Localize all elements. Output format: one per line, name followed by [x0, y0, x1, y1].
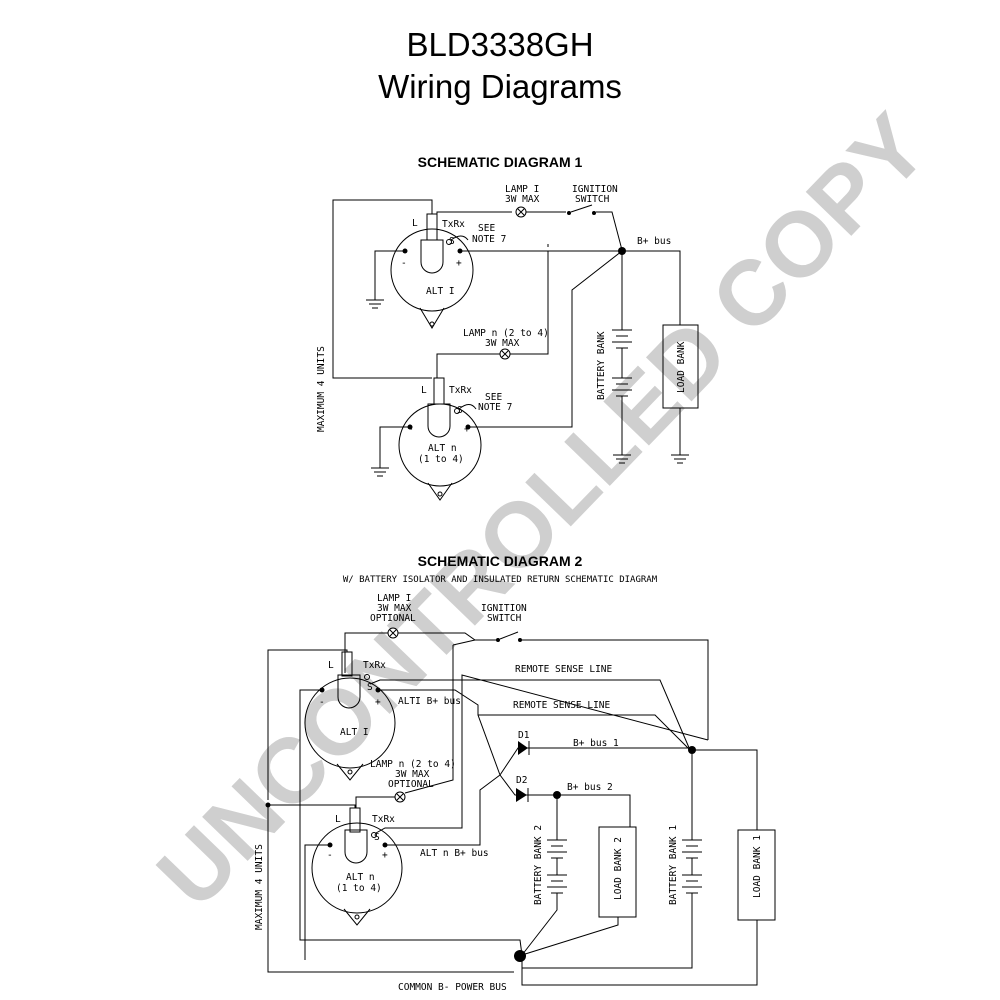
d2-altn-pin-minus: - [327, 850, 333, 861]
alt1-label: ALT I [426, 286, 455, 297]
d2-alt1-pin-s: S [367, 682, 373, 693]
d2-altn-bus-label: ALT n B+ bus [420, 848, 489, 859]
d2-battery1-label: BATTERY BANK 1 [668, 825, 679, 905]
d2-d1-label: D1 [518, 730, 530, 741]
altn-pin-txrx: TxRx [449, 385, 472, 396]
d2-alternator-1: ALT I L TxRx S - + [304, 651, 396, 781]
d2-battery2-label: BATTERY BANK 2 [533, 825, 544, 905]
d2-alt1-bus-label: ALTI B+ bus [398, 696, 461, 707]
altn-pin-s: S [457, 405, 463, 416]
altn-pin-l: L [421, 385, 427, 396]
altn-label-2: (1 to 4) [418, 454, 464, 465]
d2-lamp1-label-3: OPTIONAL [370, 613, 416, 624]
alt1-pin-s: S [449, 236, 455, 247]
schematic-diagram-1: SCHEMATIC DIAGRAM 1 ALT I L TxRx S - + S… [316, 154, 699, 501]
diagram2-subheading: W/ BATTERY ISOLATOR AND INSULATED RETURN… [343, 575, 658, 585]
d2-alt1-pin-txrx: TxRx [363, 660, 386, 671]
d1-lampn-label-2: 3W MAX [485, 338, 520, 349]
alternator-1: ALT I L TxRx S - + SEE NOTE 7 [390, 213, 506, 329]
d2-bus1-label: B+ bus 1 [573, 738, 619, 749]
d2-lamp1-label-1: LAMP I [377, 593, 411, 604]
d2-d2-label: D2 [516, 775, 527, 786]
alt1-pin-txrx: TxRx [442, 219, 465, 230]
d1-lampn-label-1: LAMP n (2 to 4) [463, 328, 549, 339]
alt1-see-note-1: SEE [478, 223, 495, 234]
d2-ignition-label-1: IGNITION [481, 603, 527, 614]
d2-altn-pin-plus: + [382, 850, 388, 861]
d2-load1-label: LOAD BANK 1 [752, 835, 763, 898]
d1-load-label: LOAD BANK [676, 341, 687, 393]
d2-load2-label: LOAD BANK 2 [613, 837, 624, 900]
d2-remote-sense-1: REMOTE SENSE LINE [515, 664, 613, 675]
d2-alt1-pin-plus: + [375, 697, 381, 708]
d1-ignition-label-1: IGNITION [572, 184, 618, 195]
d2-alt1-pin-minus: - [319, 697, 325, 708]
d2-altn-pin-l: L [335, 814, 341, 825]
watermark: UNCONTROLLED COPY [138, 95, 946, 927]
alt1-pin-plus: + [456, 258, 462, 269]
alternator-n: ALT n (1 to 4) L TxRx S - + SEE NOTE 7 [398, 377, 512, 501]
d2-bus2-label: B+ bus 2 [567, 782, 613, 793]
d2-alternator-n: ALT n (1 to 4) L TxRx S - + [311, 807, 403, 926]
d2-max-units: MAXIMUM 4 UNITS [254, 844, 265, 930]
d1-ignition-label-2: SWITCH [575, 194, 610, 205]
d1-lamp1-label-1: LAMP I [505, 184, 539, 195]
d1-bplus-bus-label: B+ bus [637, 236, 671, 247]
d2-lampn-label-2: 3W MAX [395, 769, 430, 780]
d1-battery-label: BATTERY BANK [596, 331, 607, 400]
d2-common-bus-label: COMMON B- POWER BUS [398, 982, 507, 993]
d2-altn-pin-s: S [374, 832, 380, 843]
schematic-diagram-2: SCHEMATIC DIAGRAM 2 W/ BATTERY ISOLATOR … [254, 553, 776, 993]
d2-altn-pin-txrx: TxRx [372, 814, 395, 825]
page-subtitle: Wiring Diagrams [378, 68, 622, 105]
d2-altn-label-1: ALT n [346, 872, 375, 883]
d1-max-units: MAXIMUM 4 UNITS [316, 346, 327, 432]
d1-lamp1-label-2: 3W MAX [505, 194, 540, 205]
d2-lampn-label-3: OPTIONAL [388, 779, 434, 790]
altn-pin-minus: - [408, 424, 414, 435]
alt1-pin-l: L [412, 218, 418, 229]
d2-altn-label-2: (1 to 4) [336, 883, 382, 894]
diagram1-heading: SCHEMATIC DIAGRAM 1 [418, 154, 583, 170]
altn-see-note-2: NOTE 7 [478, 402, 512, 413]
altn-pin-plus: + [464, 424, 470, 435]
d2-lampn-label-1: LAMP n (2 to 4) [370, 759, 456, 770]
d2-alt1-label: ALT I [340, 727, 369, 738]
alt1-pin-minus: - [401, 258, 407, 269]
diagram2-heading: SCHEMATIC DIAGRAM 2 [418, 553, 583, 569]
d2-ignition-label-2: SWITCH [487, 613, 522, 624]
alt1-see-note-2: NOTE 7 [472, 234, 506, 245]
altn-label-1: ALT n [428, 443, 457, 454]
d2-remote-sense-2: REMOTE SENSE LINE [513, 700, 611, 711]
page-title: BLD3338GH [406, 26, 594, 63]
d2-alt1-pin-l: L [328, 660, 334, 671]
d2-lamp1-label-2: 3W MAX [377, 603, 412, 614]
altn-see-note-1: SEE [485, 392, 502, 403]
